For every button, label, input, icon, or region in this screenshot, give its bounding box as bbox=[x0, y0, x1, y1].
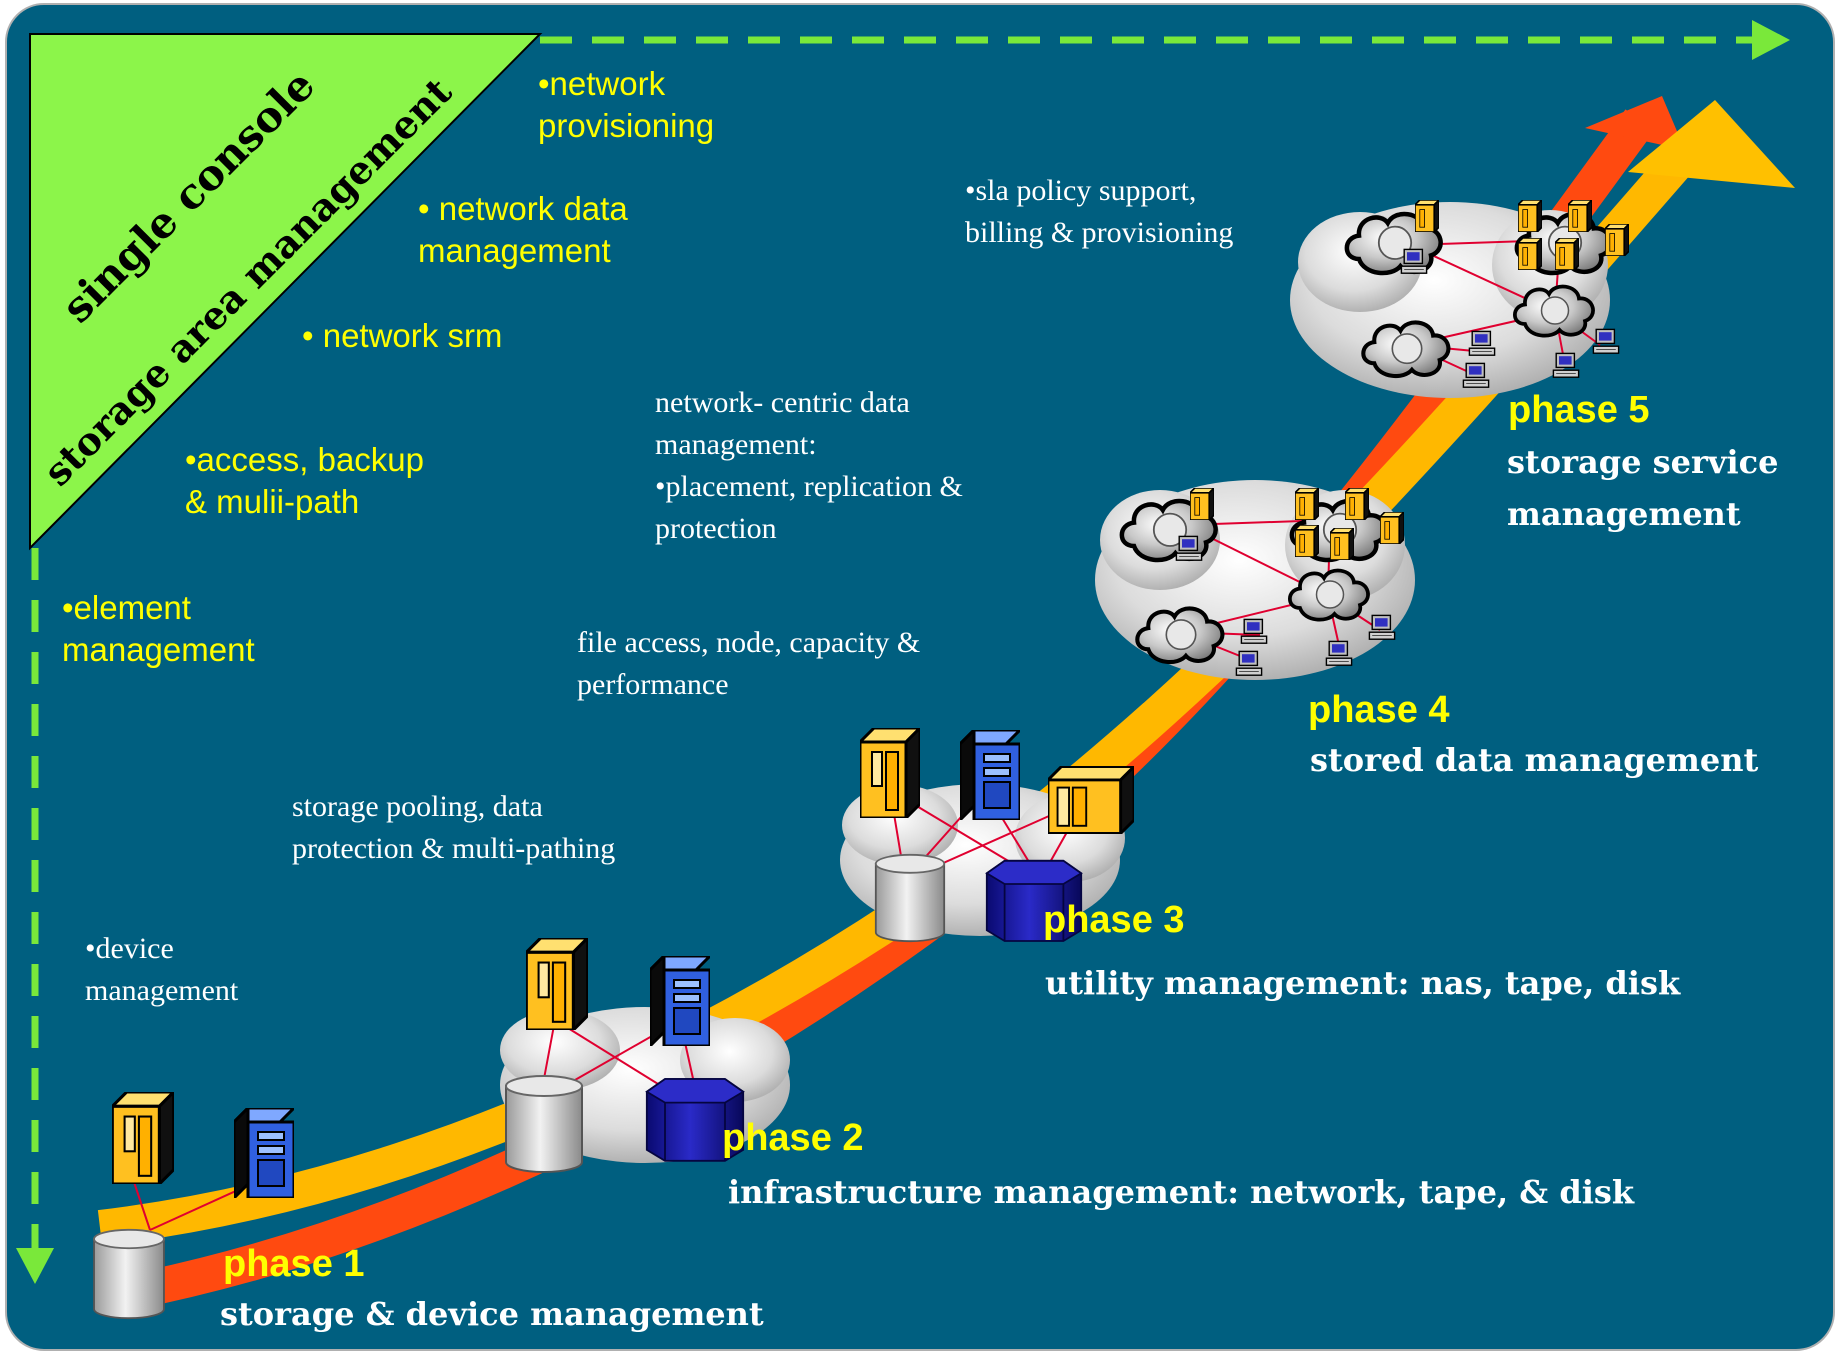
phase-1-title: phase 1 bbox=[223, 1243, 365, 1285]
workstation-icon bbox=[1552, 352, 1580, 378]
orange-ribbon-head-icon bbox=[1585, 96, 1685, 150]
workstation-icon bbox=[1462, 362, 1490, 388]
server-tower-blue-icon bbox=[234, 1108, 294, 1198]
phase-4-subtitle: stored data management bbox=[1310, 741, 1759, 779]
management-item-network-data: • network data management bbox=[418, 190, 628, 269]
server-tower-yellow-icon bbox=[1555, 238, 1579, 270]
workstation-icon bbox=[1175, 535, 1203, 561]
phase-1-hardware bbox=[93, 1092, 294, 1320]
capability-item-sla: •sla policy support, billing & provision… bbox=[965, 174, 1234, 249]
phase-2-hardware bbox=[500, 938, 790, 1173]
phase-5-subtitle: storage service management bbox=[1507, 443, 1779, 533]
phase-4-title: phase 4 bbox=[1308, 689, 1450, 731]
server-tower-yellow-icon bbox=[1380, 512, 1404, 544]
server-tower-yellow-icon bbox=[1415, 200, 1439, 232]
disk-cylinder-icon bbox=[874, 853, 946, 943]
capability-item-device: •device management bbox=[85, 932, 239, 1007]
server-tower-blue-icon bbox=[650, 956, 710, 1046]
server-tower-yellow-icon bbox=[1295, 525, 1319, 557]
capability-item-network-centric: network- centric data management: •place… bbox=[655, 386, 963, 545]
server-tower-yellow-icon bbox=[1518, 238, 1542, 270]
workstation-icon bbox=[1368, 614, 1396, 640]
management-item-element: •element management bbox=[62, 589, 255, 668]
server-tower-yellow-icon bbox=[1605, 224, 1629, 256]
server-tower-yellow-icon bbox=[526, 938, 588, 1030]
capability-item-storage-pooling: storage pooling, data protection & multi… bbox=[292, 790, 616, 865]
capability-item-file-access: file access, node, capacity & performanc… bbox=[577, 626, 921, 701]
phase-1-subtitle: storage & device management bbox=[220, 1295, 764, 1333]
workstation-icon bbox=[1400, 248, 1428, 274]
server-tower-yellow-icon bbox=[1190, 488, 1214, 520]
phase-5-hardware bbox=[1290, 200, 1629, 398]
workstation-icon bbox=[1235, 650, 1263, 676]
server-tower-yellow-icon bbox=[1048, 766, 1134, 834]
server-tower-yellow-icon bbox=[1345, 488, 1369, 520]
server-tower-yellow-icon bbox=[1518, 200, 1542, 232]
server-tower-blue-icon bbox=[960, 730, 1020, 820]
console-triangle bbox=[29, 33, 543, 551]
phase-5-title: phase 5 bbox=[1508, 389, 1650, 431]
arrowhead-right-icon bbox=[1752, 20, 1790, 60]
phase-3-title: phase 3 bbox=[1043, 899, 1185, 941]
workstation-icon bbox=[1592, 328, 1620, 354]
server-tower-yellow-icon bbox=[1330, 528, 1354, 560]
server-tower-yellow-icon bbox=[112, 1092, 174, 1184]
workstation-icon bbox=[1325, 640, 1353, 666]
server-tower-yellow-icon bbox=[1568, 200, 1592, 232]
phase-2-subtitle: infrastructure management: network, tape… bbox=[728, 1173, 1635, 1211]
management-item-network-provisioning: •network provisioning bbox=[538, 65, 715, 144]
disk-cylinder-icon bbox=[93, 1228, 165, 1320]
amber-ribbon-head-icon bbox=[1628, 100, 1795, 188]
phase-4-hardware bbox=[1095, 480, 1415, 680]
server-tower-yellow-icon bbox=[860, 728, 920, 818]
phase-3-subtitle: utility management: nas, tape, disk bbox=[1045, 964, 1681, 1002]
phase-3-hardware bbox=[840, 728, 1134, 943]
server-tower-yellow-icon bbox=[1295, 488, 1319, 520]
arrowhead-down-icon bbox=[16, 1248, 54, 1284]
phase-2-title: phase 2 bbox=[722, 1117, 864, 1159]
disk-cylinder-icon bbox=[505, 1075, 583, 1173]
management-item-network-srm: • network srm bbox=[302, 317, 503, 354]
workstation-icon bbox=[1240, 618, 1268, 644]
workstation-icon bbox=[1468, 330, 1496, 356]
management-item-access-backup: •access, backup & mulii-path bbox=[185, 441, 425, 520]
